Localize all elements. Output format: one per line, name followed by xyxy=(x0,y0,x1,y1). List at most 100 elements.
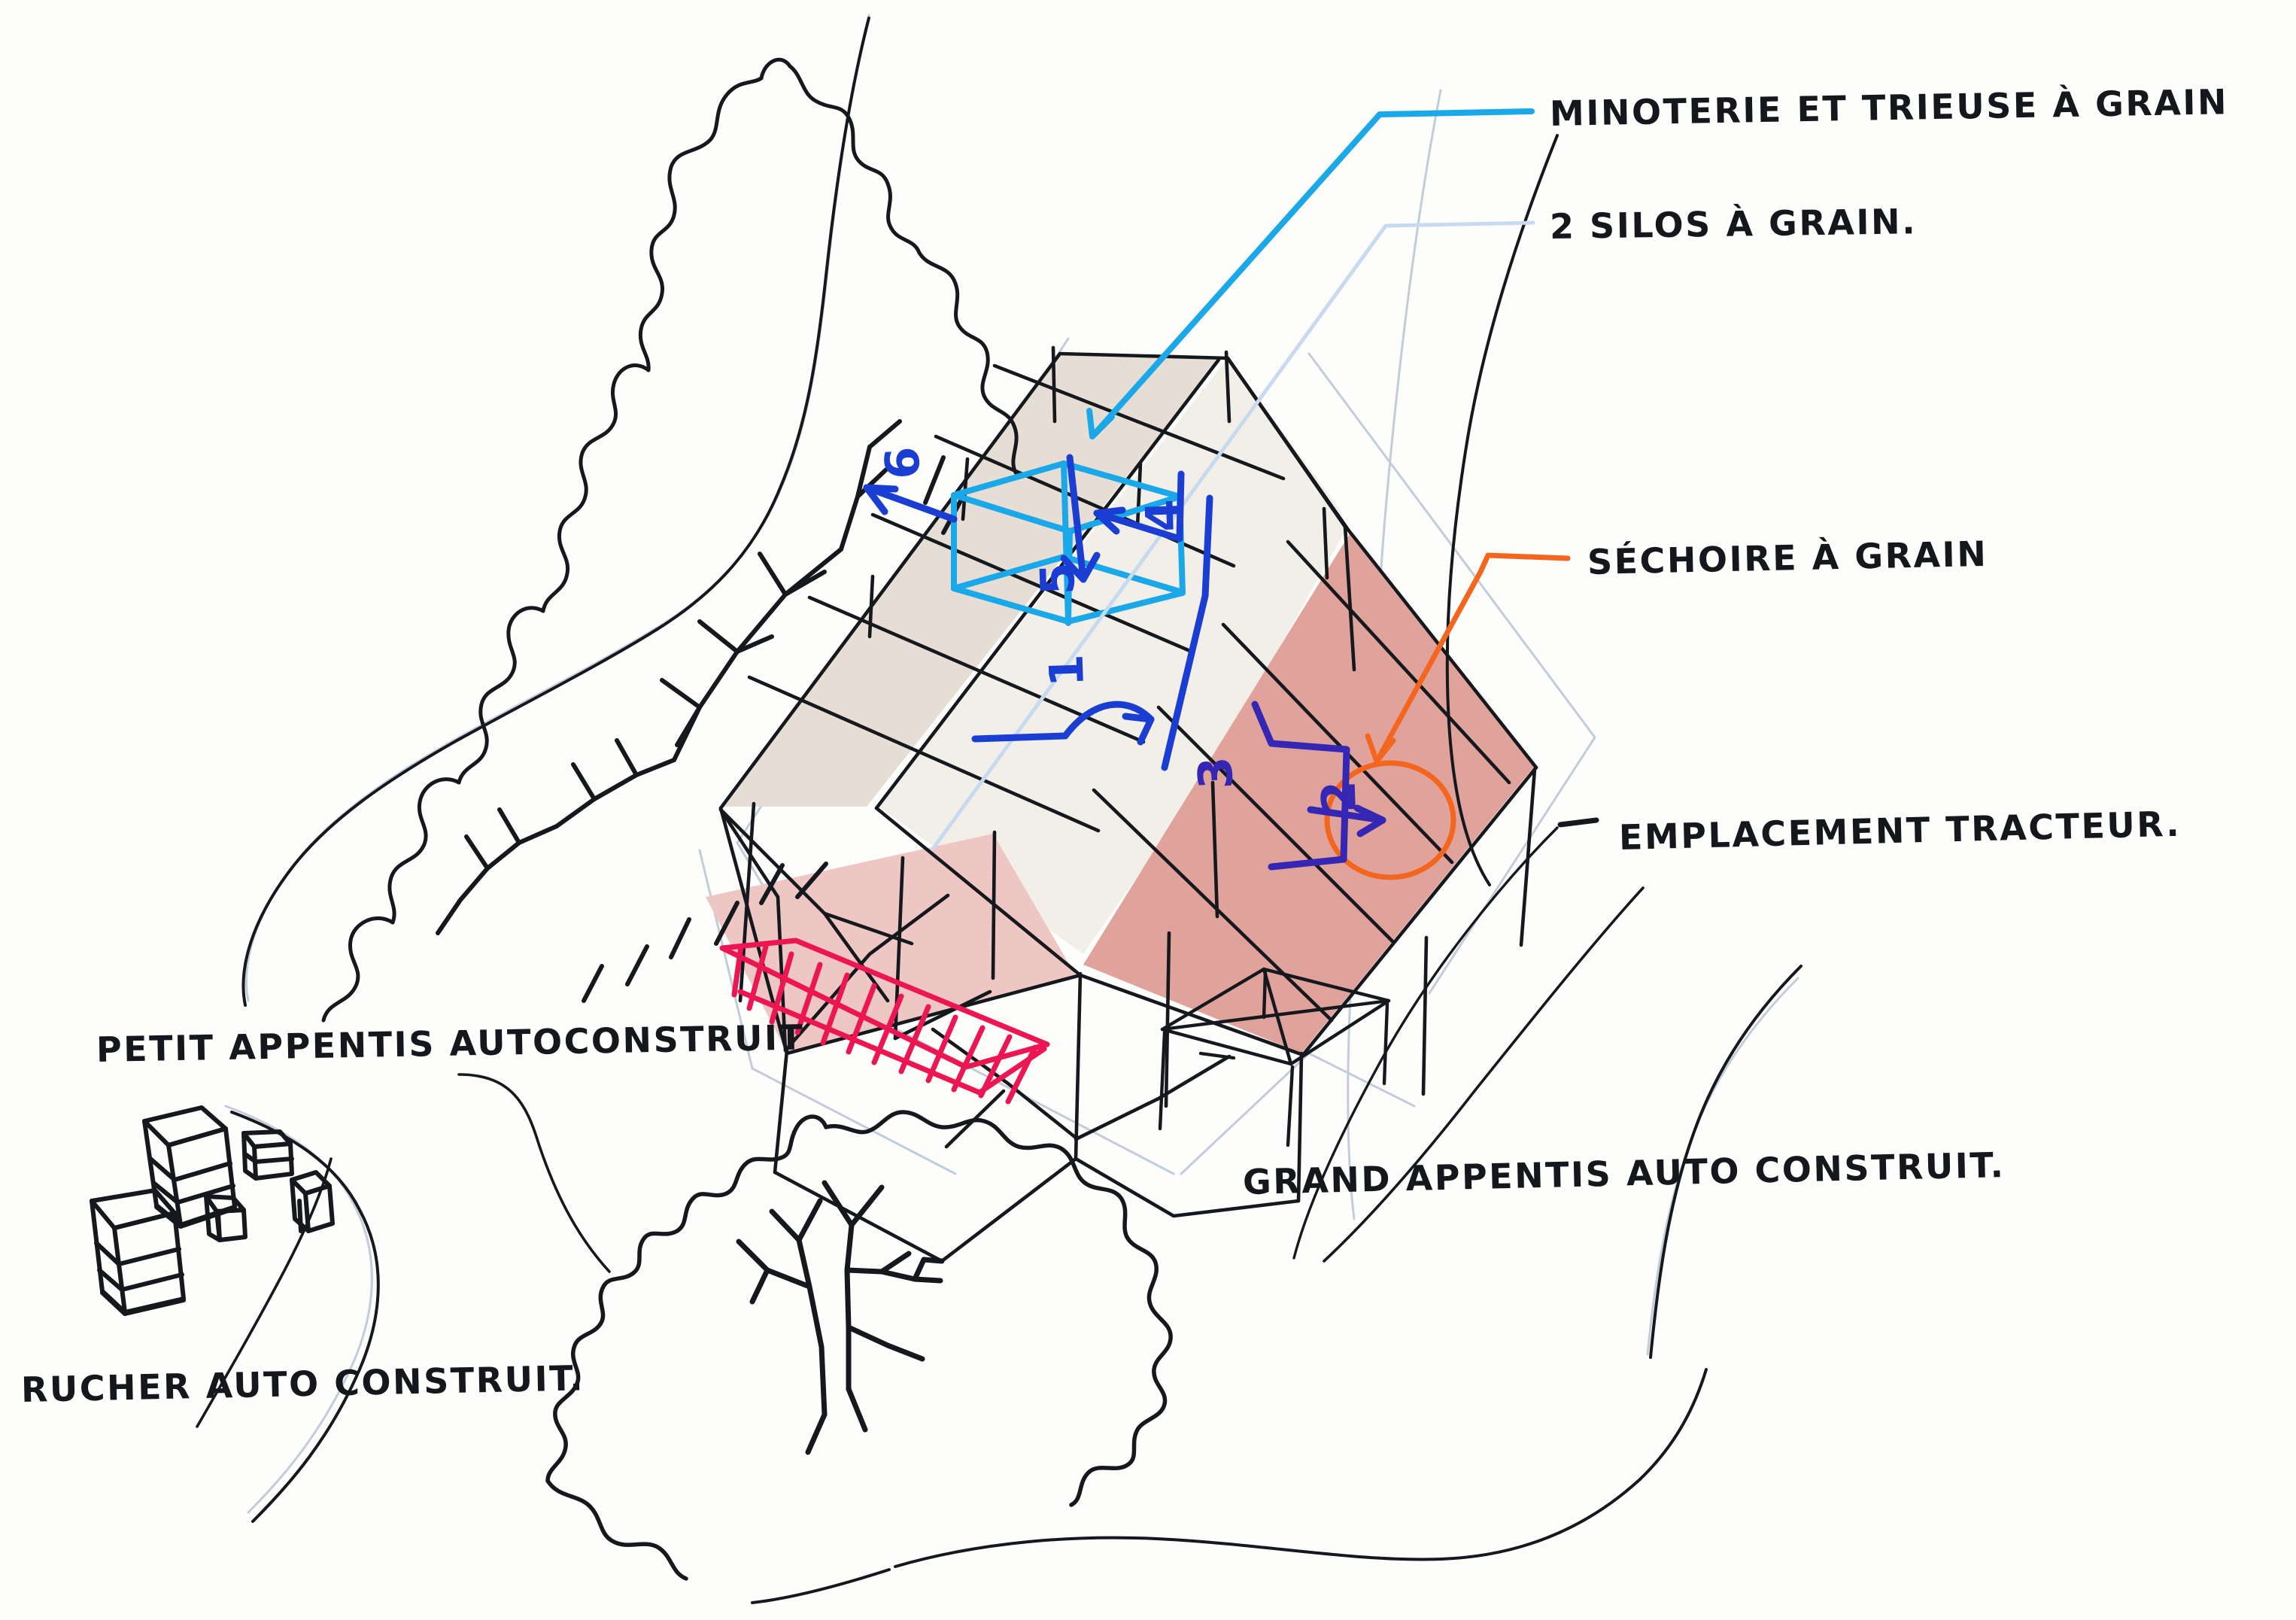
arrow-1-stem xyxy=(1161,494,1213,771)
number-5: 5 xyxy=(1030,561,1086,596)
tree-lower-canopy xyxy=(545,1114,828,1483)
grand-appentis-post-4 xyxy=(1262,970,1268,1020)
silos-leader xyxy=(931,220,1535,851)
roof-edge-nw xyxy=(718,351,1062,810)
arrow-6 xyxy=(863,484,958,523)
sechoire-leader xyxy=(1374,552,1571,764)
tractor-leader-curve xyxy=(1292,826,1559,1260)
pencil-barn-ghost-3 xyxy=(698,849,957,1175)
label-silos: 2 SILOS À GRAIN. xyxy=(1549,201,1918,247)
rucher-leader xyxy=(196,1157,333,1428)
barn-base-sw xyxy=(773,1156,1078,1263)
post-1 xyxy=(738,801,756,1003)
purlin-2 xyxy=(1224,350,1232,424)
petit-appentis-leader xyxy=(457,1073,611,1273)
beehive-small-3 xyxy=(204,1194,248,1242)
main-barn-structure xyxy=(718,345,1538,1263)
beehive-tall-b xyxy=(90,1188,186,1316)
arrow-5 xyxy=(1060,454,1101,583)
roof-brace-9 xyxy=(1092,788,1334,1023)
roof-brace-8 xyxy=(1156,705,1396,944)
tractor-leader-dash xyxy=(1557,817,1599,828)
roof-plane-taupe xyxy=(722,354,1219,807)
minoterie-leader xyxy=(1089,108,1535,439)
contour-right xyxy=(1649,965,1802,1359)
minoterie-arrow xyxy=(1086,408,1115,439)
tree-canopy-1 xyxy=(638,57,792,372)
post-6 xyxy=(1164,931,1171,1108)
label-sechoire: SÉCHOIRE À GRAIN xyxy=(1587,533,1988,582)
number-3: 3 xyxy=(1188,755,1244,790)
contour-left xyxy=(241,17,870,1007)
purlin-4 xyxy=(1135,461,1143,529)
tree-lower xyxy=(545,1110,1173,1581)
arrow-1 xyxy=(971,701,1155,746)
post-5 xyxy=(1074,971,1083,1161)
grand-appentis-diag-2 xyxy=(1262,967,1293,1066)
contour-bottom xyxy=(894,1368,1708,1568)
tree-canopy-2b xyxy=(917,251,990,398)
purlin-6 xyxy=(867,574,875,639)
grand-appentis-post-1 xyxy=(1158,1030,1167,1131)
number-1: 1 xyxy=(1039,653,1095,688)
roof-brace-3 xyxy=(870,512,1194,654)
contour-right-upper xyxy=(1445,134,1559,886)
grand-appentis-leader xyxy=(1323,886,1645,1263)
terrain-contours xyxy=(230,17,1802,1604)
tree-branches xyxy=(436,419,965,1003)
gable-frame-3 xyxy=(783,893,950,1053)
tree-canopy-3b xyxy=(982,394,1019,475)
contour-bottom-left xyxy=(751,1568,891,1604)
roof-plane-cream xyxy=(879,358,1347,954)
sechoire-arrow xyxy=(1365,733,1396,764)
tree-canopy-5 xyxy=(321,916,395,1023)
beehive-group xyxy=(90,1105,335,1316)
barn-base-se xyxy=(1074,1156,1301,1218)
grand-appentis-rail xyxy=(1198,1051,1236,1060)
arrow-3 xyxy=(1251,701,1350,871)
hatch-border-lower xyxy=(737,989,1047,1096)
roof-hip-center xyxy=(874,357,1221,810)
tree-cluster-upper xyxy=(321,57,1019,1023)
roof-brace-7 xyxy=(1221,622,1454,865)
roof-valley xyxy=(1225,356,1347,529)
post-10 xyxy=(1343,524,1356,672)
tree-lower-canopy-r xyxy=(824,1110,1173,1507)
tree-canopy-1b xyxy=(788,64,922,255)
roof-plane-red xyxy=(1083,533,1535,1053)
post-8 xyxy=(1421,935,1429,1096)
post-2 xyxy=(773,1048,789,1175)
grand-appentis-post-2 xyxy=(1286,1065,1295,1147)
minoterie-box xyxy=(951,460,1186,626)
sechoire-circle xyxy=(1324,760,1456,880)
number-2: 2 xyxy=(1311,780,1367,814)
roof-ridge xyxy=(1058,351,1230,360)
roof-brace-1 xyxy=(992,363,1286,481)
roof-brace-5 xyxy=(747,675,1101,833)
tree-canopy-4 xyxy=(387,777,461,925)
gable-frame-1 xyxy=(718,807,788,1053)
arrow-4 xyxy=(1093,470,1185,543)
post-4 xyxy=(991,830,997,980)
tree-canopy-2 xyxy=(541,363,651,613)
beehive-small-1 xyxy=(241,1129,294,1181)
gable-frame-8 xyxy=(944,1089,1006,1149)
purlin-5 xyxy=(1322,506,1329,580)
arrow-2 xyxy=(1307,804,1386,837)
tree-lower-branches xyxy=(736,1180,945,1455)
gable-frame-5 xyxy=(893,989,992,1041)
post-11 xyxy=(1210,780,1219,919)
post-7 xyxy=(1296,1051,1304,1203)
tree-canopy-3 xyxy=(457,606,545,785)
beehive-small-2 xyxy=(290,1170,335,1233)
gable-frame-7 xyxy=(1074,1054,1232,1141)
grand-appentis-post-3 xyxy=(1382,1001,1389,1086)
tree-lower-canopy-bottom xyxy=(545,1479,688,1581)
number-6: 6 xyxy=(875,445,931,480)
roof-brace-6 xyxy=(1286,539,1511,785)
gable-frame-6 xyxy=(931,1027,1078,1140)
